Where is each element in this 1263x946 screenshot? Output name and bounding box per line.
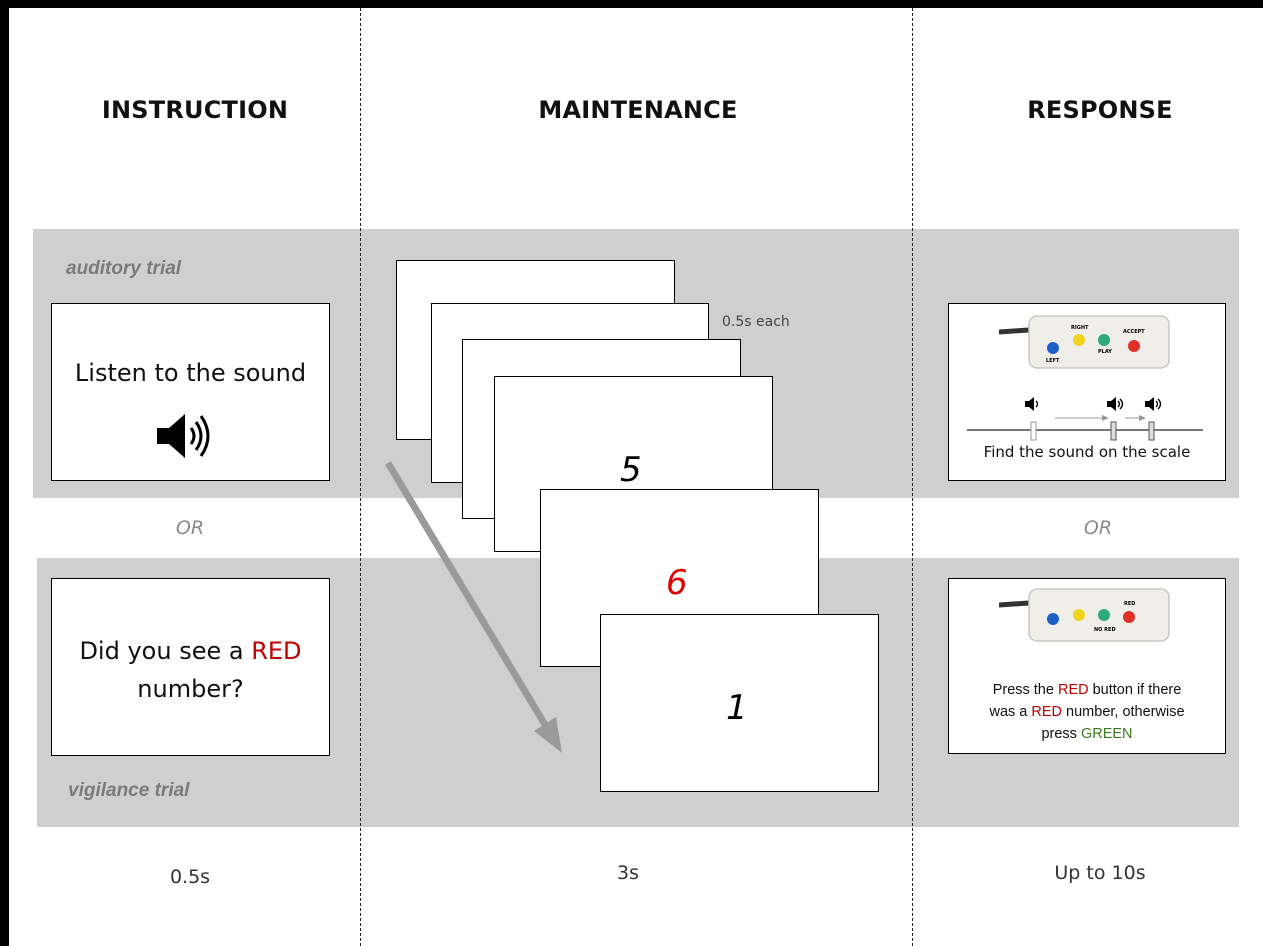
scale-speaker-icon-1 [1025, 397, 1039, 411]
vigilance-response-line3: press GREEN [949, 724, 1225, 745]
resp-line2-b: number, otherwise [1062, 704, 1185, 720]
frame-left-border [0, 0, 9, 946]
device-label-play: PLAY [1098, 349, 1112, 355]
resp-line2-red: RED [1031, 704, 1063, 720]
resp-line1-a: Press the [992, 682, 1058, 698]
resp-line3-a: press [1041, 726, 1081, 742]
timing-maintenance: 3s [617, 862, 639, 884]
or-label-response: OR [1083, 517, 1113, 539]
vigilance-instruction-line1: Did you see a RED [52, 632, 329, 670]
auditory-instruction-text: Listen to the sound [74, 359, 307, 387]
divider-maintenance-response [912, 8, 913, 946]
vigilance-response-line1: Press the RED button if there [949, 680, 1225, 701]
resp-line1-red: RED [1057, 682, 1089, 698]
vigilance-response-line2: was a RED number, otherwise [949, 702, 1225, 723]
vigilance-instruction-screen: Did you see a RED number? [51, 578, 330, 756]
device-label-left: LEFT [1046, 358, 1060, 364]
resp-line1-b: button if there [1088, 682, 1182, 698]
auditory-instruction-screen: Listen to the sound [51, 303, 330, 481]
device-label-accept: ACCEPT [1123, 329, 1145, 335]
vigilance-question-text: Did you see a [79, 637, 252, 665]
speaker-icon [157, 414, 210, 458]
auditory-trial-label: auditory trial [66, 258, 182, 279]
auditory-response-text: Find the sound on the scale [983, 443, 1191, 461]
digit-one: 1 [726, 688, 748, 728]
divider-instruction-maintenance [360, 8, 361, 946]
device-label-right: RIGHT [1071, 325, 1089, 331]
auditory-response-device: LEFT RIGHT PLAY ACCEPT [999, 315, 1170, 369]
resp-line2-a: was a [989, 704, 1032, 720]
header-maintenance: MAINTENANCE [538, 96, 738, 124]
resp-line3-green: GREEN [1080, 726, 1133, 742]
scale-speaker-icon-3 [1145, 397, 1162, 411]
digit-six-red: 6 [666, 563, 688, 603]
vigilance-instruction-line2: number? [137, 675, 244, 703]
device-label-red: RED [1124, 601, 1135, 607]
sequence-arrow [384, 461, 562, 753]
vigilance-trial-label: vigilance trial [68, 780, 190, 801]
auditory-response-screen: LEFT RIGHT PLAY ACCEPT [948, 303, 1226, 481]
device-label-no-red: NO RED [1094, 627, 1116, 633]
stimulus-card-6: 1 [600, 614, 879, 792]
timing-instruction: 0.5s [169, 866, 211, 888]
sound-scale [967, 397, 1203, 441]
vigilance-question-red: RED [251, 637, 302, 665]
digit-five: 5 [620, 450, 642, 490]
frame-top-border [0, 0, 1263, 8]
vigilance-response-screen: RED NO RED Press the RED button if there… [948, 578, 1226, 754]
header-instruction: INSTRUCTION [101, 96, 289, 124]
vigilance-response-device: RED NO RED [999, 588, 1170, 642]
scale-speaker-icon-2 [1107, 397, 1124, 411]
header-response: RESPONSE [1027, 96, 1173, 124]
timing-response: Up to 10s [1054, 862, 1146, 884]
each-duration-label: 0.5s each [722, 314, 790, 330]
or-label-instruction: OR [175, 517, 205, 539]
